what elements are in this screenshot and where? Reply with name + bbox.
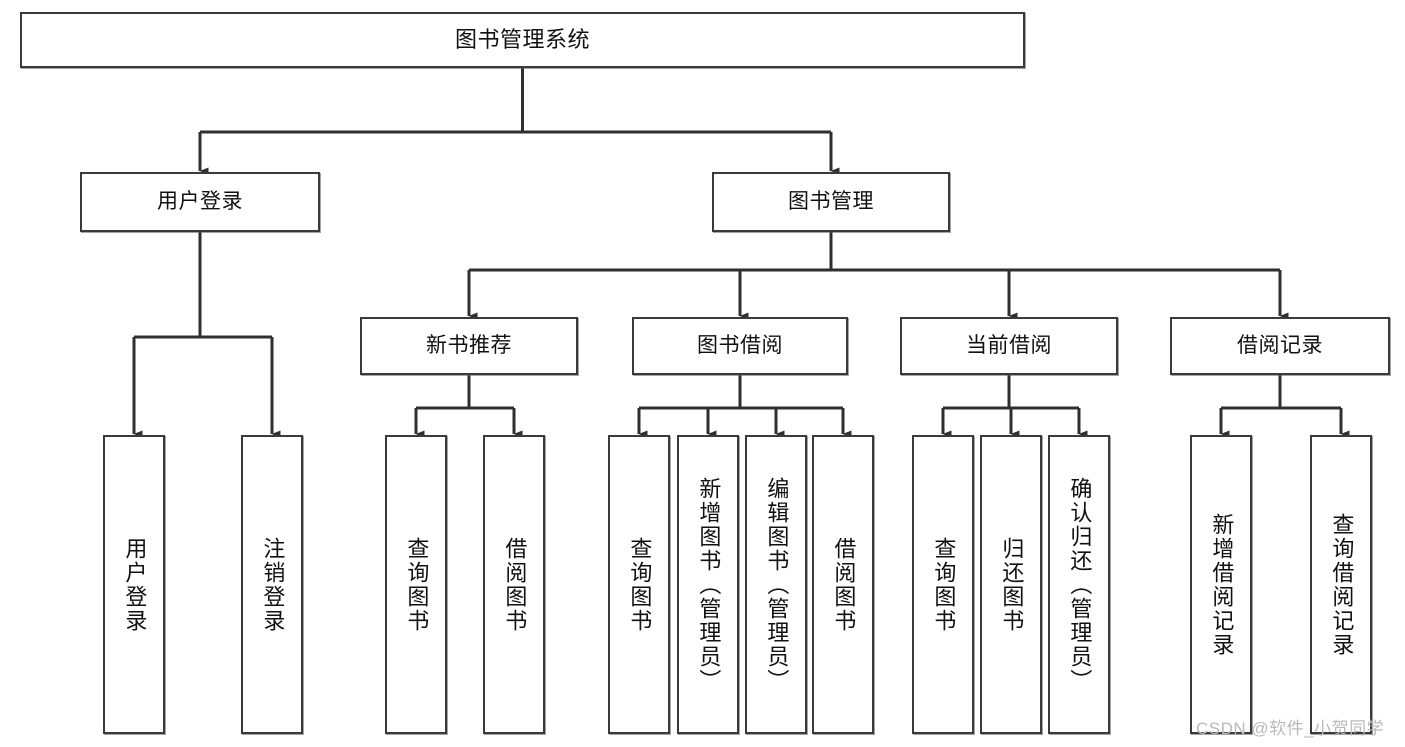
node-label-leaf-add-borrow-record: 新增借阅记录 bbox=[1209, 512, 1235, 657]
node-label-borrow-record: 借阅记录 bbox=[1237, 333, 1323, 357]
node-leaf-borrow-book[interactable]: 借阅图书 bbox=[812, 435, 874, 734]
node-leaf-query-borrow-record[interactable]: 查询借阅记录 bbox=[1310, 435, 1372, 734]
node-new-book-rec[interactable]: 新书推荐 bbox=[360, 317, 578, 375]
node-leaf-user-login[interactable]: 用户登录 bbox=[103, 435, 165, 734]
node-label-leaf-confirm-return-admin: 确认归还（管理员） bbox=[1067, 476, 1093, 693]
node-leaf-query-book[interactable]: 查询图书 bbox=[608, 435, 670, 734]
node-leaf-borrow-book-rec[interactable]: 借阅图书 bbox=[483, 435, 545, 734]
node-label-leaf-return-book: 归还图书 bbox=[999, 536, 1025, 633]
node-leaf-return-book[interactable]: 归还图书 bbox=[980, 435, 1042, 734]
node-label-current-borrow: 当前借阅 bbox=[966, 333, 1052, 357]
node-root[interactable]: 图书管理系统 bbox=[20, 12, 1025, 68]
node-label-leaf-edit-book-admin: 编辑图书（管理员） bbox=[764, 476, 790, 693]
node-label-book-borrow: 图书借阅 bbox=[697, 333, 783, 357]
node-label-root: 图书管理系统 bbox=[454, 27, 590, 53]
node-user-login[interactable]: 用户登录 bbox=[80, 172, 320, 232]
node-label-leaf-query-book: 查询图书 bbox=[627, 536, 653, 633]
node-borrow-record[interactable]: 借阅记录 bbox=[1170, 317, 1390, 375]
node-label-leaf-query-borrow-record: 查询借阅记录 bbox=[1329, 512, 1355, 657]
node-leaf-query-book-cur[interactable]: 查询图书 bbox=[912, 435, 974, 734]
node-label-new-book-rec: 新书推荐 bbox=[426, 333, 512, 357]
node-leaf-edit-book-admin[interactable]: 编辑图书（管理员） bbox=[745, 435, 807, 734]
node-leaf-confirm-return-admin[interactable]: 确认归还（管理员） bbox=[1048, 435, 1110, 734]
tree-connectors bbox=[132, 68, 1350, 438]
node-current-borrow[interactable]: 当前借阅 bbox=[900, 317, 1118, 375]
node-label-leaf-query-book-rec: 查询图书 bbox=[404, 536, 430, 633]
node-book-borrow[interactable]: 图书借阅 bbox=[632, 317, 848, 375]
node-book-manage[interactable]: 图书管理 bbox=[712, 172, 950, 232]
node-label-leaf-user-logout: 注销登录 bbox=[260, 536, 286, 633]
node-label-leaf-borrow-book: 借阅图书 bbox=[831, 536, 857, 633]
node-leaf-query-book-rec[interactable]: 查询图书 bbox=[385, 435, 447, 734]
node-label-leaf-user-login: 用户登录 bbox=[122, 536, 148, 633]
node-label-user-login: 用户登录 bbox=[157, 189, 243, 213]
node-label-leaf-query-book-cur: 查询图书 bbox=[931, 536, 957, 633]
node-leaf-add-borrow-record[interactable]: 新增借阅记录 bbox=[1190, 435, 1252, 734]
node-leaf-user-logout[interactable]: 注销登录 bbox=[241, 435, 303, 734]
node-label-leaf-add-book-admin: 新增图书（管理员） bbox=[696, 476, 722, 693]
node-label-leaf-borrow-book-rec: 借阅图书 bbox=[502, 536, 528, 633]
node-label-book-manage: 图书管理 bbox=[788, 189, 874, 213]
node-leaf-add-book-admin[interactable]: 新增图书（管理员） bbox=[677, 435, 739, 734]
